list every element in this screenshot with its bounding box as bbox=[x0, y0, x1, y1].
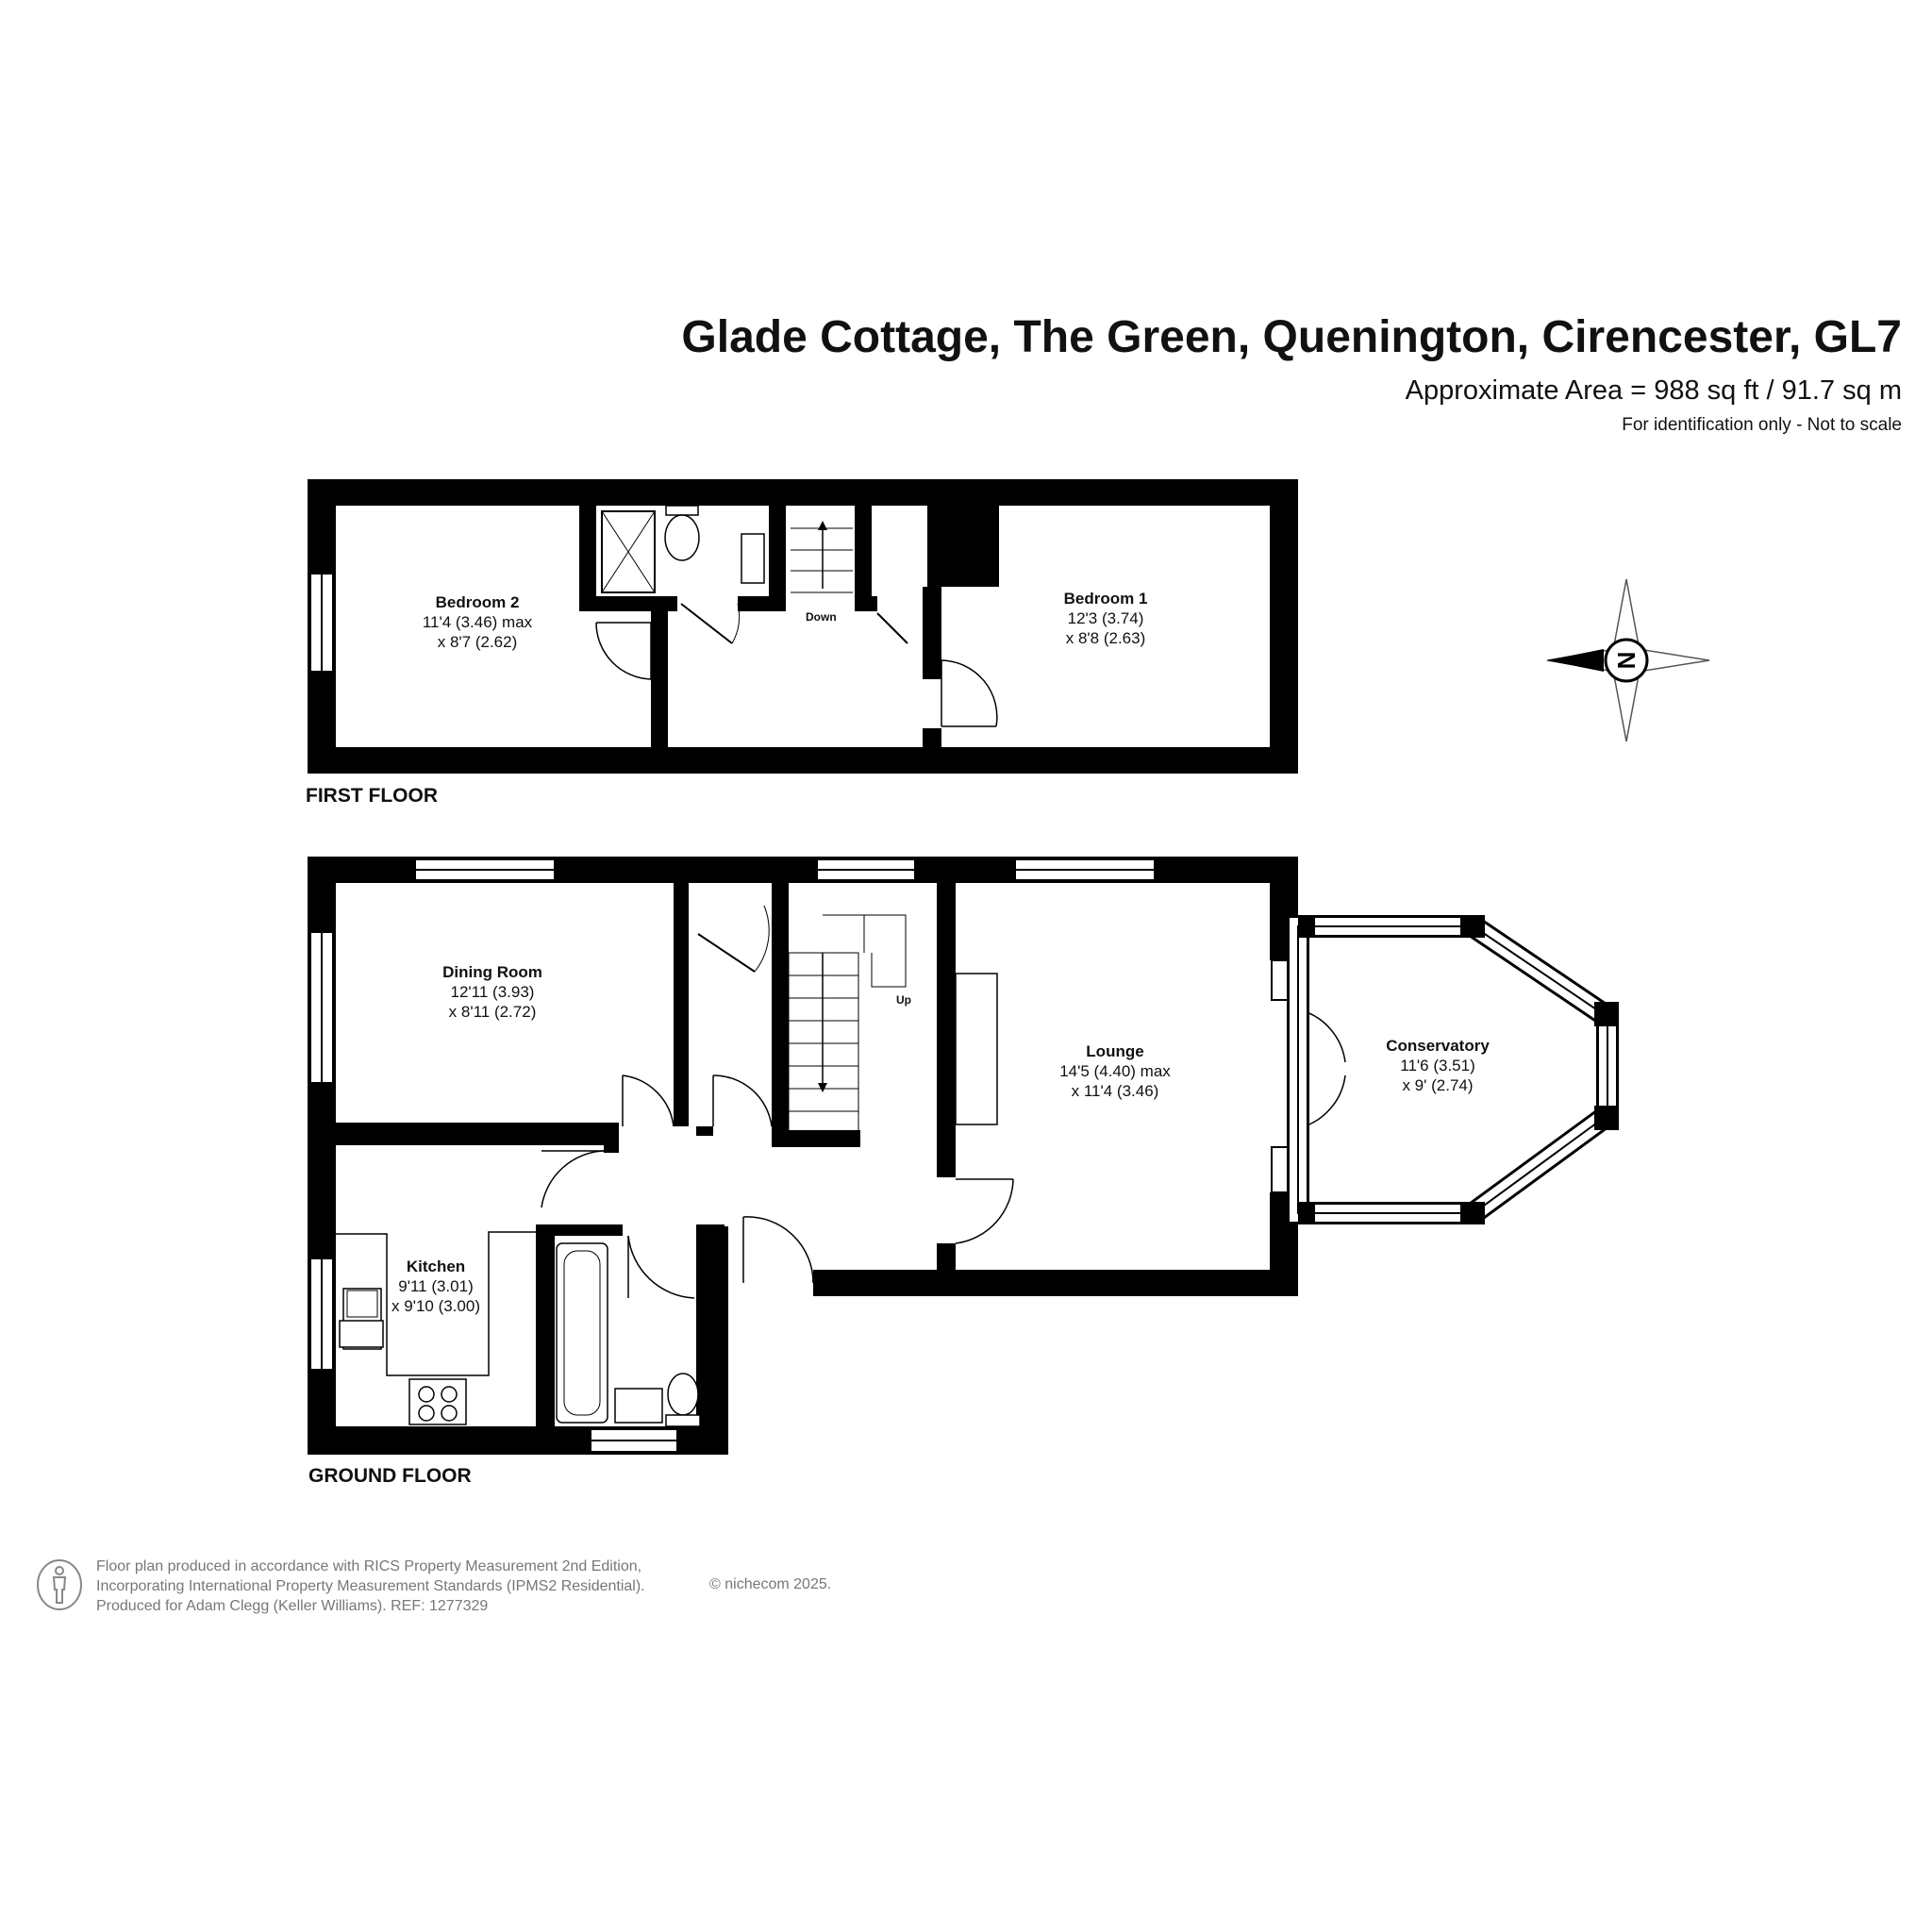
staircase-ground bbox=[788, 914, 907, 1133]
hob bbox=[408, 1378, 467, 1425]
footer-line: Incorporating International Property Mea… bbox=[96, 1578, 645, 1594]
footer-disclaimer: Floor plan produced in accordance with R… bbox=[96, 1557, 645, 1616]
room-dimension: 11'4 (3.46) max bbox=[422, 613, 533, 631]
page-title: Glade Cottage, The Green, Quenington, Ci… bbox=[681, 312, 1902, 362]
room-dimension: 12'11 (3.93) bbox=[450, 983, 535, 1001]
room-name: Lounge bbox=[1086, 1042, 1144, 1060]
stairs-up-label: Up bbox=[896, 993, 911, 1007]
stairs-down-label: Down bbox=[806, 610, 837, 624]
room-dimension: 14'5 (4.40) max bbox=[1059, 1062, 1171, 1080]
kitchen-units bbox=[336, 1231, 536, 1425]
room-name: Kitchen bbox=[406, 1257, 466, 1275]
room-conservatory: Conservatory 11'6 (3.51) x 9' (2.74) bbox=[1386, 1036, 1490, 1095]
room-lounge: Lounge 14'5 (4.40) max x 11'4 (3.46) bbox=[1059, 1041, 1171, 1101]
door-swing bbox=[941, 659, 998, 727]
ground-floor-label: GROUND FLOOR bbox=[308, 1465, 472, 1487]
room-dimension: x 9'10 (3.00) bbox=[391, 1297, 480, 1315]
compass-icon: N bbox=[1546, 578, 1710, 742]
fireplace bbox=[955, 973, 998, 1125]
person-icon bbox=[37, 1559, 82, 1610]
ground-floor-plan bbox=[308, 857, 1619, 1455]
room-dimension: 12'3 (3.74) bbox=[1067, 609, 1144, 627]
room-dining-room: Dining Room 12'11 (3.93) x 8'11 (2.72) bbox=[442, 962, 542, 1022]
staircase-first bbox=[791, 521, 853, 593]
footer-copyright: © nichecom 2025. bbox=[709, 1576, 832, 1592]
compass-letter: N bbox=[1612, 652, 1641, 670]
room-dimension: x 8'11 (2.72) bbox=[448, 1003, 537, 1021]
room-dimension: x 8'8 (2.63) bbox=[1065, 629, 1146, 647]
room-name: Bedroom 1 bbox=[1063, 590, 1148, 608]
basin bbox=[614, 1388, 663, 1424]
room-name: Conservatory bbox=[1386, 1037, 1490, 1055]
room-dimension: x 8'7 (2.62) bbox=[437, 633, 518, 651]
room-name: Bedroom 2 bbox=[435, 593, 520, 611]
room-bedroom-1: Bedroom 1 12'3 (3.74) x 8'8 (2.63) bbox=[1064, 589, 1148, 648]
basin bbox=[741, 533, 765, 584]
room-dimension: 9'11 (3.01) bbox=[398, 1277, 474, 1295]
room-dimension: x 9' (2.74) bbox=[1402, 1076, 1474, 1094]
approximate-area: Approximate Area = 988 sq ft / 91.7 sq m bbox=[1405, 375, 1902, 406]
footer-line: Floor plan produced in accordance with R… bbox=[96, 1558, 642, 1574]
first-floor-plan bbox=[308, 479, 1298, 774]
room-dimension: 11'6 (3.51) bbox=[1400, 1057, 1475, 1074]
toilet bbox=[664, 514, 700, 561]
room-kitchen: Kitchen 9'11 (3.01) x 9'10 (3.00) bbox=[391, 1257, 480, 1316]
scale-note: For identification only - Not to scale bbox=[1622, 415, 1902, 435]
room-name: Dining Room bbox=[442, 963, 542, 981]
footer-line: Produced for Adam Clegg (Keller Williams… bbox=[96, 1598, 489, 1614]
door-swing bbox=[595, 622, 652, 680]
room-bedroom-2: Bedroom 2 11'4 (3.46) max x 8'7 (2.62) bbox=[423, 592, 532, 652]
sink bbox=[339, 1320, 384, 1348]
first-floor-label: FIRST FLOOR bbox=[306, 785, 438, 807]
room-dimension: x 11'4 (3.46) bbox=[1071, 1082, 1159, 1100]
toilet bbox=[667, 1373, 699, 1416]
conservatory-glazing bbox=[1287, 915, 1619, 1224]
